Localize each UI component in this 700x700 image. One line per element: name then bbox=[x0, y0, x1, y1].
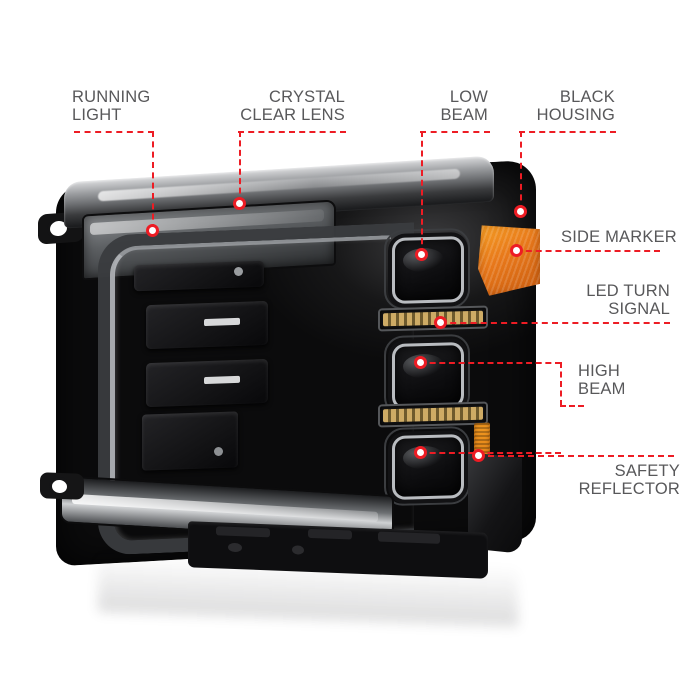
callout-label-crystal-clear-lens: CRYSTAL CLEAR LENS bbox=[240, 88, 345, 124]
leader-dot-led-turn-signal bbox=[434, 316, 447, 329]
mounting-hole-lower-left bbox=[52, 479, 67, 494]
leader-side-marker-h bbox=[516, 250, 660, 252]
leader-dot-safety-reflector bbox=[472, 449, 485, 462]
callout-label-high-beam: HIGH BEAM bbox=[578, 362, 626, 398]
leader-dot-crystal-clear-lens bbox=[233, 197, 246, 210]
leader-high-beam-h-bottom bbox=[420, 452, 561, 454]
leader-dot-high-beam-upper bbox=[414, 356, 427, 369]
leader-low-beam-h bbox=[420, 131, 490, 133]
leader-dot-high-beam-lower bbox=[414, 446, 427, 459]
leader-black-housing-v bbox=[520, 131, 522, 211]
callout-label-side-marker: SIDE MARKER bbox=[561, 228, 677, 246]
screw-top bbox=[234, 267, 243, 276]
callout-label-running-light: RUNNING LIGHT bbox=[72, 88, 151, 124]
headlight-assembly-image bbox=[38, 155, 558, 627]
callout-label-black-housing: BLACK HOUSING bbox=[536, 88, 615, 124]
leader-dot-black-housing bbox=[514, 205, 527, 218]
leader-dot-running-light bbox=[146, 224, 159, 237]
callout-label-low-beam: LOW BEAM bbox=[440, 88, 488, 124]
led-turn-signal-strip bbox=[378, 305, 488, 332]
screw-bottom bbox=[214, 447, 223, 456]
reflector-chip-1 bbox=[204, 317, 240, 327]
leader-low-beam-v bbox=[421, 131, 423, 254]
leader-dot-low-beam bbox=[415, 248, 428, 261]
bracket-hole-2 bbox=[292, 545, 304, 555]
leader-running-light-h bbox=[74, 131, 154, 133]
leader-safety-reflector-h bbox=[478, 455, 674, 457]
mid-projector bbox=[392, 342, 464, 410]
interior-step-block-2 bbox=[146, 358, 268, 408]
interior-step-block-0 bbox=[134, 260, 264, 292]
interior-step-block-1 bbox=[146, 300, 268, 350]
interior-step-block-3 bbox=[142, 411, 238, 471]
callout-label-led-turn-signal: LED TURN SIGNAL bbox=[586, 282, 670, 318]
leader-crystal-lens-v bbox=[239, 131, 241, 203]
leader-running-light-v bbox=[152, 131, 154, 230]
reflector-chip-2 bbox=[204, 375, 240, 385]
leader-high-beam-h-top bbox=[420, 362, 561, 364]
high-beam-projector bbox=[392, 434, 464, 500]
leader-black-housing-h bbox=[519, 131, 616, 133]
leader-high-beam-h-mid bbox=[560, 405, 584, 407]
leader-dot-side-marker bbox=[510, 244, 523, 257]
low-beam-projector bbox=[392, 236, 464, 304]
leader-high-beam-v bbox=[560, 362, 562, 406]
bracket-hole-1 bbox=[228, 542, 242, 553]
bracket-slot-2 bbox=[308, 528, 352, 540]
bracket-slot-1 bbox=[216, 526, 270, 538]
leader-led-turn-signal-h bbox=[440, 322, 670, 324]
bracket-slot-3 bbox=[378, 531, 440, 544]
led-turn-signal-strip-lower bbox=[378, 401, 488, 428]
callout-label-safety-reflector: SAFETY REFLECTOR bbox=[578, 462, 680, 498]
leader-crystal-lens-h bbox=[238, 131, 346, 133]
